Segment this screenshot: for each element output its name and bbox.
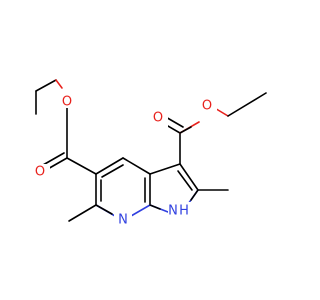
bond-c3-c2-inner: [177, 170, 193, 191]
atom-o-ester3-single: O: [202, 99, 212, 114]
atom-o-ester5-carbonyl: O: [35, 165, 45, 180]
bond-c6-methyl: [68, 204, 97, 222]
bond-n1-c7a-black: [149, 204, 161, 210]
bond-ester3-c-o-single-black: [179, 126, 192, 134]
bond-c3a-c3: [149, 163, 181, 175]
label-mask-n-pyridine: [114, 210, 132, 226]
label-mask-o-ester5-single: [57, 92, 77, 108]
label-mask-n-pyrrole: [168, 202, 196, 220]
atom-labels: O O O O N N H: [30, 92, 217, 228]
bond-c7a-n7: [130, 204, 151, 217]
bond-c3-c2: [179, 163, 199, 191]
bond-c5-c4: [95, 157, 124, 175]
atom-n-pyrrole: N: [168, 204, 178, 219]
bond-ethyl5-ch2-o-colored: [55, 79, 63, 89]
bond-ester5-c-o-carbonyl-2: [42, 152, 65, 166]
atom-o-ester5-single: O: [62, 95, 72, 110]
label-mask-o-ester3-carbonyl: [148, 111, 168, 127]
bond-c4-c3a: [122, 157, 151, 175]
bond-ethyl5-ch2-o: [35, 79, 57, 92]
bond-n7-c6-black: [95, 204, 113, 215]
label-mask-o-ester3-single: [197, 99, 217, 115]
atom-n-pyridine: N: [118, 213, 128, 228]
molecule-structure-diagram: O O O O N N H: [30, 79, 267, 228]
label-mask-o-ester5-carbonyl: [30, 164, 50, 180]
bond-ester5-c-ring: [66, 157, 97, 175]
bond-c2-n1-black: [190, 189, 199, 201]
bond-ester3-ch2-ch3: [227, 92, 267, 117]
bond-c5-c4-inner: [101, 164, 124, 178]
atom-o-ester3-carbonyl: O: [153, 111, 163, 126]
atom-h-pyrrole: H: [179, 204, 189, 219]
